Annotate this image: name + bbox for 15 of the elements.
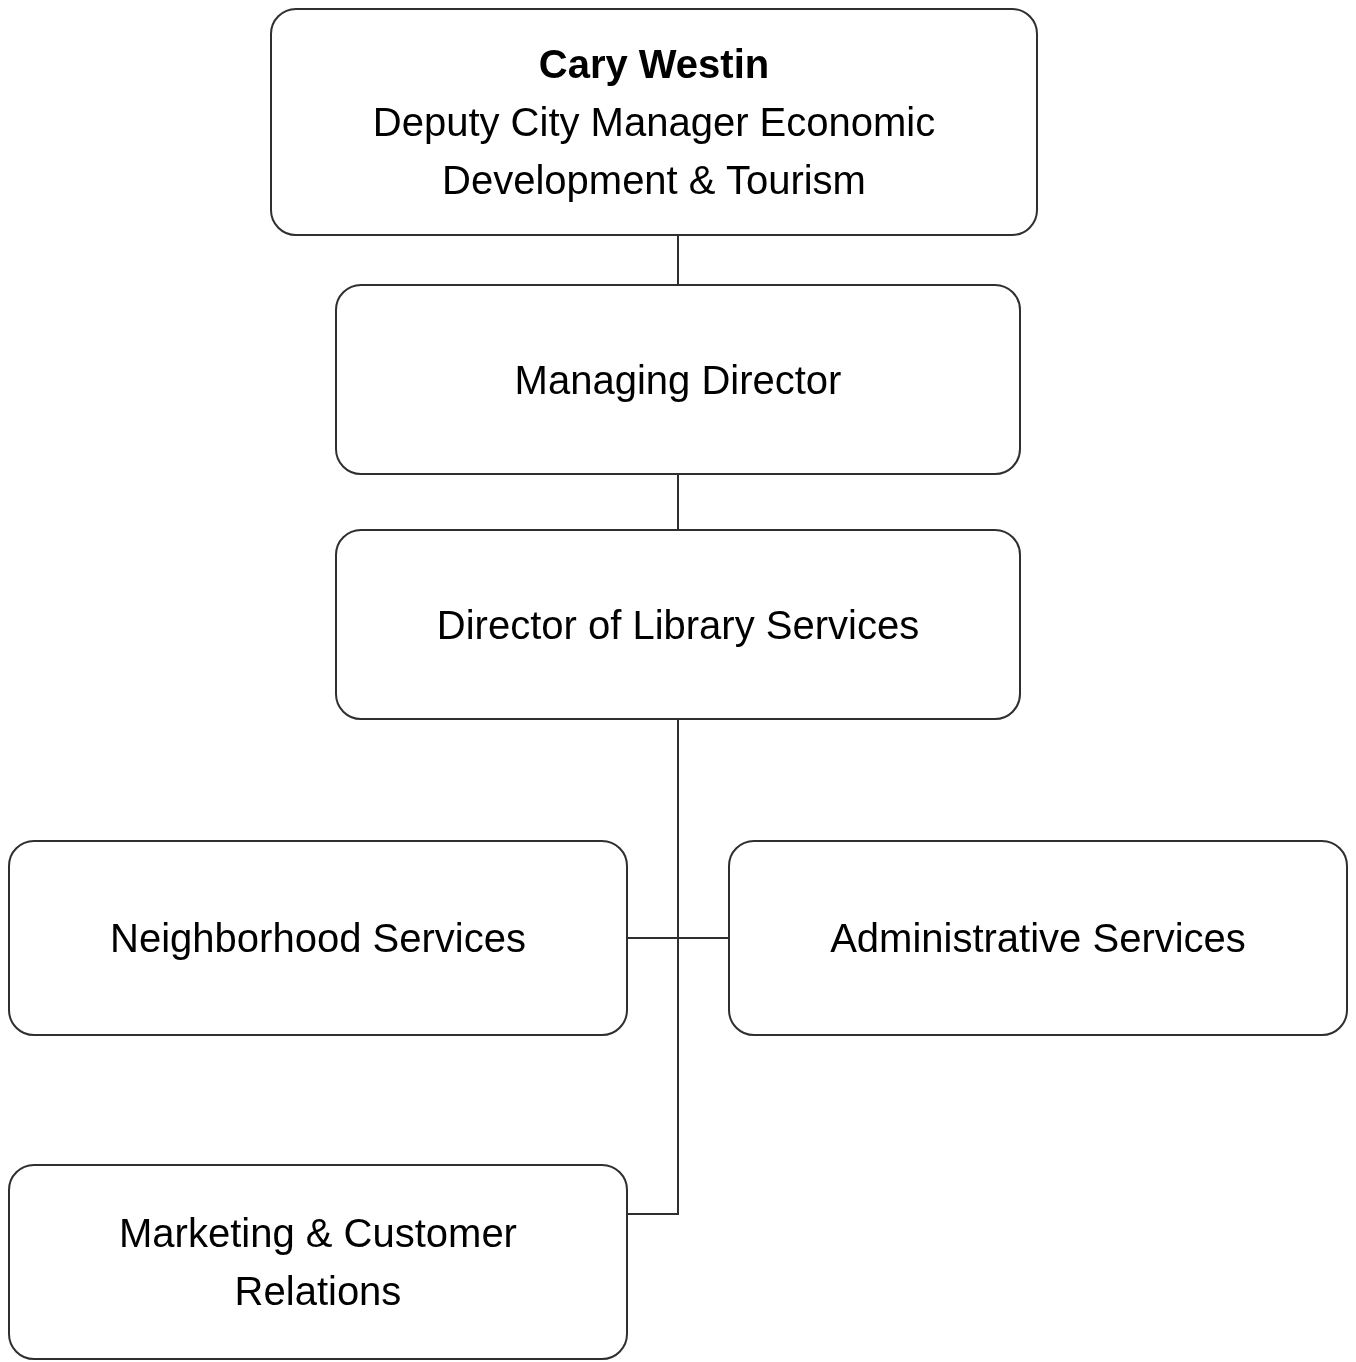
role-title: Marketing & Customer Relations — [118, 1210, 518, 1315]
role-title: Administrative Services — [830, 915, 1246, 962]
org-box — [335, 284, 1021, 475]
connector-line — [677, 235, 679, 285]
person-name: Cary Westin — [538, 41, 770, 88]
role-title: Director of Library Services — [436, 601, 920, 649]
org-box — [270, 8, 1038, 236]
org-box — [335, 529, 1021, 720]
org-box — [8, 1164, 628, 1360]
role-title: Deputy City Manager Economic Development & Tourism — [371, 99, 937, 204]
connector-line — [677, 474, 679, 530]
org-box — [8, 840, 628, 1036]
role-title: Managing Director — [514, 356, 842, 404]
org-box — [728, 840, 1348, 1036]
role-title: Neighborhood Services — [110, 915, 526, 962]
